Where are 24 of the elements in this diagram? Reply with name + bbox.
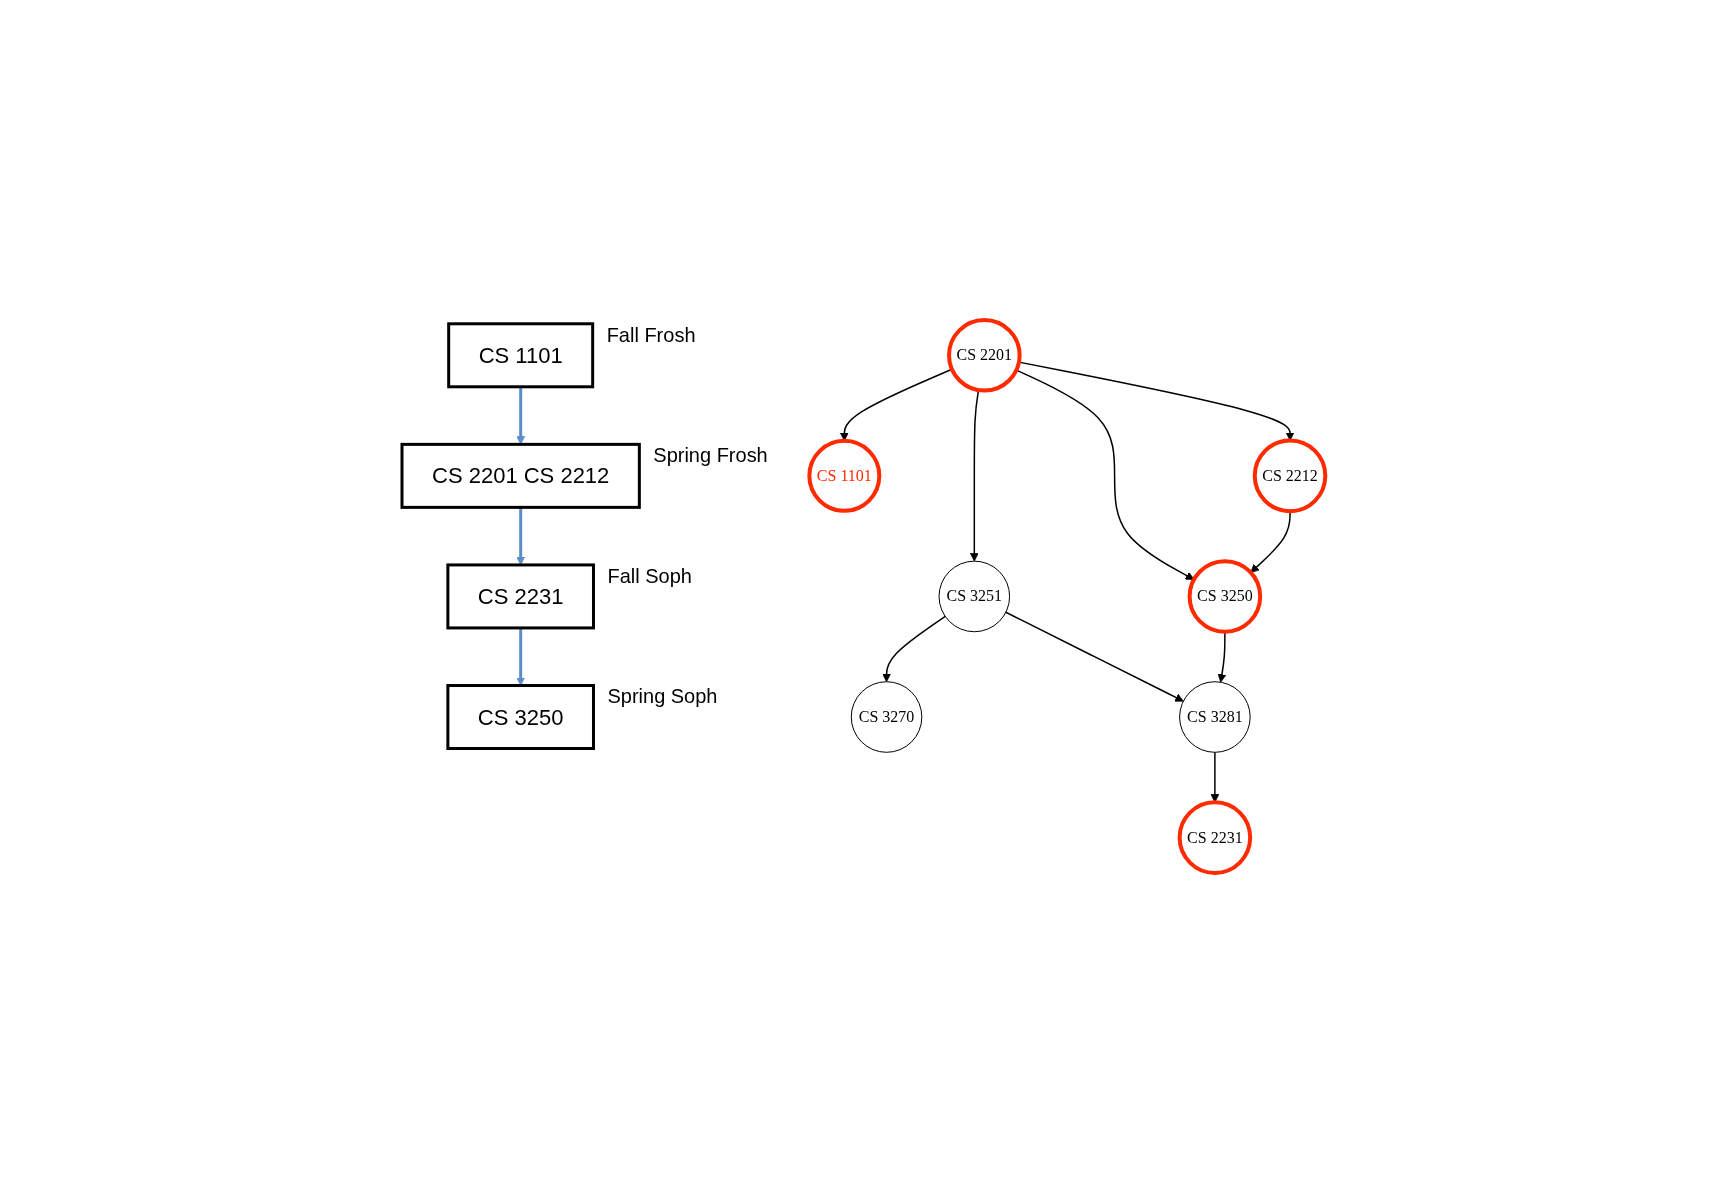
semester-label: Spring Soph xyxy=(607,685,718,708)
semester-label: Fall Frosh xyxy=(607,323,696,346)
arrow xyxy=(516,628,526,686)
arrow xyxy=(882,615,947,683)
node-circle: CS 3250 xyxy=(1187,559,1263,634)
arrow xyxy=(1005,611,1185,702)
arrow xyxy=(516,386,526,445)
node-box: CS 2231 xyxy=(446,563,596,630)
node-circle: CS 3270 xyxy=(851,681,923,753)
node-box: CS 3250 xyxy=(446,684,596,751)
arrow xyxy=(1210,751,1220,803)
arrow xyxy=(1217,631,1227,683)
semester-label: Fall Soph xyxy=(607,565,693,587)
arrow xyxy=(970,389,980,562)
node-circle: CS 3251 xyxy=(938,560,1011,633)
arrow xyxy=(516,507,526,566)
node-box: CS 1101 xyxy=(447,322,595,389)
node-circle: CS 2201 xyxy=(947,318,1022,393)
node-circle: CS 2212 xyxy=(1253,438,1328,514)
node-box: CS 2201 CS 2212 xyxy=(400,442,642,509)
node-circle: CS 2231 xyxy=(1177,800,1253,875)
node-circle: CS 3281 xyxy=(1179,681,1251,753)
node-circle: CS 1101 xyxy=(807,438,882,513)
semester-label: Spring Frosh xyxy=(653,444,769,467)
